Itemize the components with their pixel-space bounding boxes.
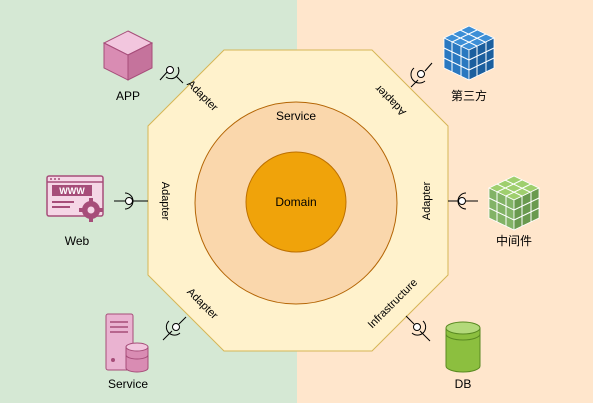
database-cylinder-icon[interactable] (445, 321, 481, 373)
client-label-third-party: 第三方 (451, 88, 487, 103)
client-label-service: Service (108, 377, 148, 391)
connector-service (162, 316, 187, 341)
cube-grid-icon[interactable] (443, 25, 495, 81)
web-settings-icon[interactable]: WWW (46, 175, 104, 222)
web-badge-text: WWW (59, 186, 85, 196)
cube-grid-icon[interactable] (488, 175, 540, 231)
server-database-icon[interactable] (105, 313, 149, 373)
adapter-label-left: Adapter (159, 182, 171, 221)
cube-icon[interactable] (102, 30, 154, 81)
client-label-db: DB (455, 377, 472, 391)
service-layer-label: Service (276, 109, 316, 123)
domain-label: Domain (275, 195, 316, 209)
adapter-label-right: Adapter (421, 181, 433, 220)
connector-app (159, 66, 184, 84)
client-label-web: Web (65, 234, 90, 248)
connector-third-party (410, 62, 433, 88)
client-label-app: APP (116, 89, 140, 103)
connector-web (114, 192, 148, 210)
client-label-middleware: 中间件 (496, 233, 532, 248)
domain-core[interactable] (245, 151, 347, 253)
connector-middleware (448, 192, 478, 210)
connector-db (405, 315, 431, 342)
